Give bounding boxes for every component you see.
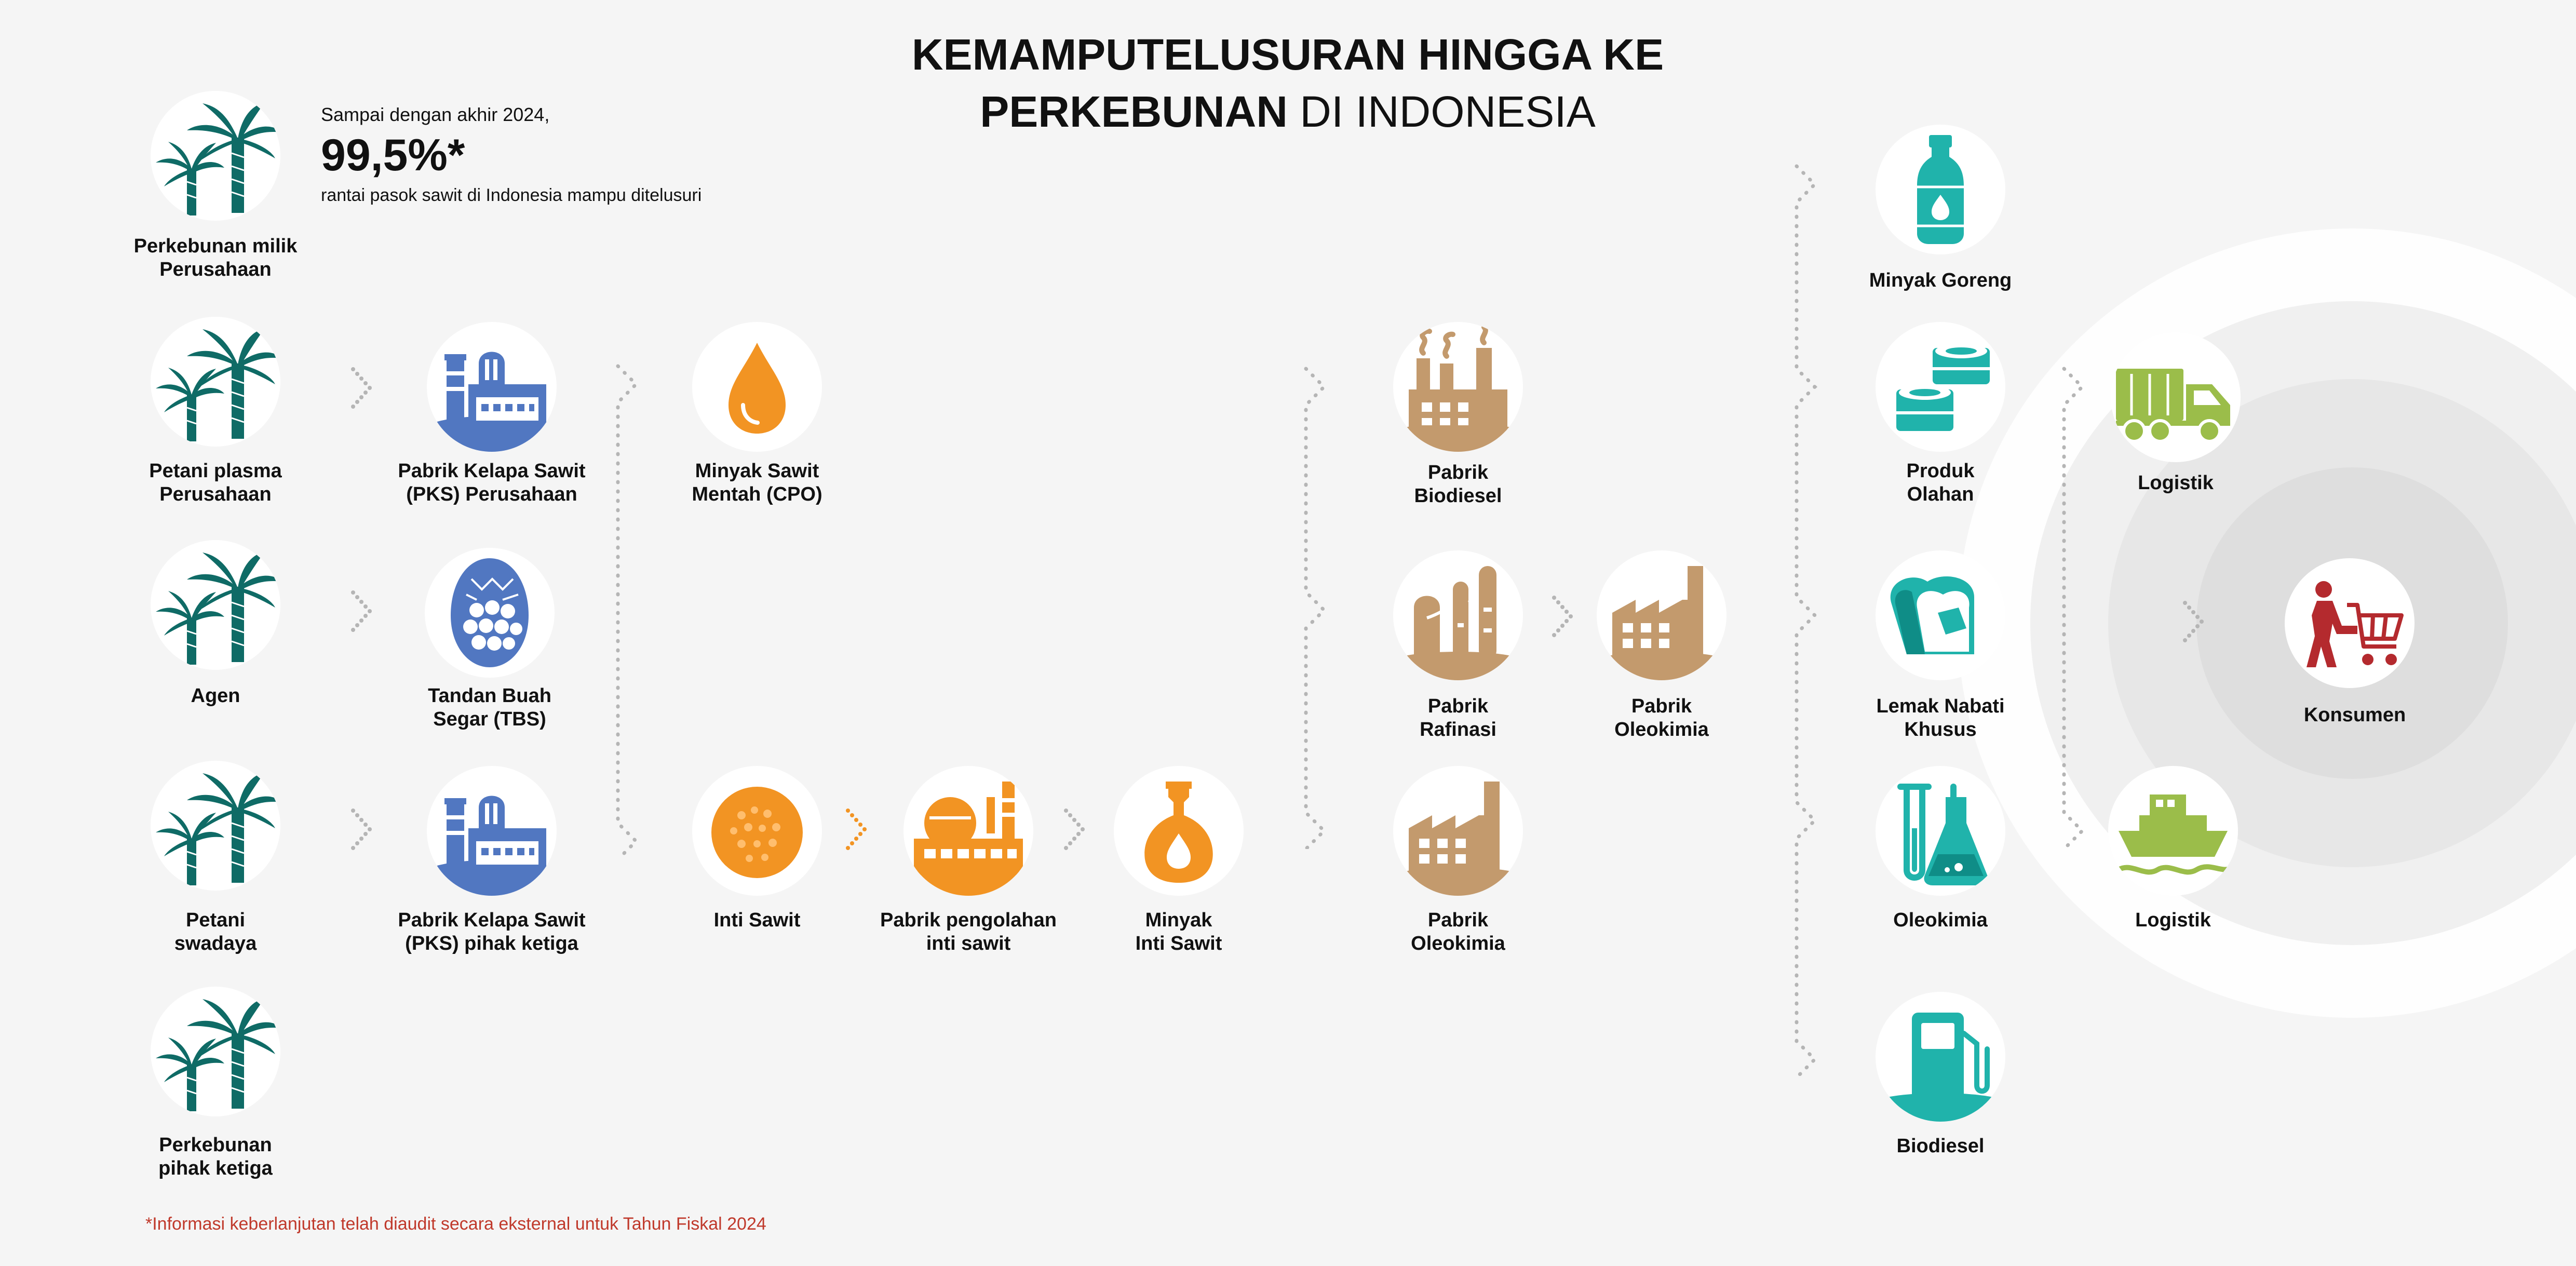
truck-icon — [2111, 332, 2241, 462]
label-logistik-ship: Logistik — [2135, 909, 2211, 931]
node-inti-sawit — [692, 766, 822, 896]
node-tbs — [425, 548, 555, 678]
palm-mill-icon — [427, 766, 557, 896]
fuel-pump-icon — [1876, 992, 2005, 1122]
label-minyak-goreng: Minyak Goreng — [1869, 270, 2012, 291]
arrow-swadaya-to-pks — [349, 807, 375, 854]
node-pabrik-rafinasi — [1393, 550, 1523, 680]
node-konsumen — [2285, 558, 2415, 688]
stat-value: 99,5%* — [321, 130, 465, 180]
bracket-pks-to-products — [616, 364, 639, 861]
bracket-refinery-inputs — [1304, 367, 1327, 849]
bread-icon — [1876, 550, 2005, 680]
label-biodiesel: Biodiesel — [1896, 1135, 1985, 1157]
label-oleokimia: Oleokimia — [1893, 909, 1988, 931]
node-agen — [151, 540, 280, 670]
node-petani-plasma — [151, 317, 280, 447]
node-oleokimia — [1876, 766, 2005, 896]
palm-trees-icon — [151, 91, 280, 221]
node-minyak-goreng — [1876, 125, 2005, 254]
oil-flask-icon — [1114, 766, 1244, 896]
arrow-plasma-to-pks — [349, 366, 375, 413]
bracket-end-products — [1795, 164, 1817, 1080]
node-biodiesel — [1876, 992, 2005, 1122]
node-pks-ketiga — [427, 766, 557, 896]
arrow-logistics-to-consumer — [2181, 600, 2207, 647]
palm-trees-icon — [151, 761, 280, 891]
factory-icon — [1393, 766, 1523, 896]
node-petani-swadaya — [151, 761, 280, 891]
node-perkebunan-ketiga — [151, 987, 280, 1116]
lab-flask-icon — [1876, 766, 2005, 896]
footnote: *Informasi keberlanjutan telah diaudit s… — [145, 1214, 766, 1234]
bracket-logistics — [2062, 367, 2085, 849]
stat-block: Sampai dengan akhir 2024, 99,5%* rantai … — [321, 103, 892, 207]
palm-kernel-icon — [692, 766, 822, 896]
label-konsumen: Konsumen — [2303, 704, 2406, 726]
node-logistik-truck — [2111, 332, 2241, 462]
palm-trees-icon — [151, 317, 280, 447]
node-pabrik-biodiesel — [1393, 322, 1523, 452]
page-title: KEMAMPUTELUSURAN HINGGA KE PERKEBUNAN DI… — [911, 30, 1664, 136]
shopping-cart-icon — [2285, 558, 2415, 688]
cans-icon — [1876, 322, 2005, 452]
label-agen: Agen — [191, 685, 240, 707]
label-pks-perusahaan: Pabrik Kelapa Sawit(PKS) Perusahaan — [398, 460, 586, 505]
stat-intro: Sampai dengan akhir 2024, — [321, 104, 550, 125]
fruit-bunch-icon — [425, 548, 555, 678]
label-pks-ketiga: Pabrik Kelapa Sawit(PKS) pihak ketiga — [398, 909, 586, 954]
palm-mill-icon — [427, 322, 557, 452]
node-perkebunan-perusahaan — [151, 91, 280, 221]
node-logistik-ship — [2108, 766, 2238, 896]
oil-bottle-icon — [1876, 125, 2005, 254]
factory-icon — [1597, 550, 1727, 680]
node-minyak-inti — [1114, 766, 1244, 896]
node-produk-olahan — [1876, 322, 2005, 452]
stat-caption: rantai pasok sawit di Indonesia mampu di… — [321, 185, 702, 205]
label-logistik-truck: Logistik — [2138, 472, 2214, 494]
node-pabrik-oleokimia-low — [1393, 766, 1523, 896]
arrow-agen-to-tbs — [349, 589, 375, 636]
node-lemak-nabati — [1876, 550, 2005, 680]
label-inti-sawit: Inti Sawit — [713, 909, 801, 931]
smoking-factory-icon — [1393, 322, 1523, 452]
palm-trees-icon — [151, 987, 280, 1116]
arrow-plant-to-oil — [1062, 807, 1088, 854]
node-pks-perusahaan — [427, 322, 557, 452]
node-pabrik-oleokimia-mid — [1597, 550, 1727, 680]
ship-icon — [2108, 766, 2238, 896]
palm-trees-icon — [151, 540, 280, 670]
oil-drop-icon — [692, 322, 822, 452]
node-cpo — [692, 322, 822, 452]
arrow-rafinasi-to-oleokimia — [1550, 595, 1576, 641]
refinery-icon — [1393, 550, 1523, 680]
node-pabrik-inti — [903, 766, 1033, 896]
arrow-kernel-to-plant — [844, 807, 870, 854]
kernel-crushing-plant-icon — [903, 766, 1033, 896]
